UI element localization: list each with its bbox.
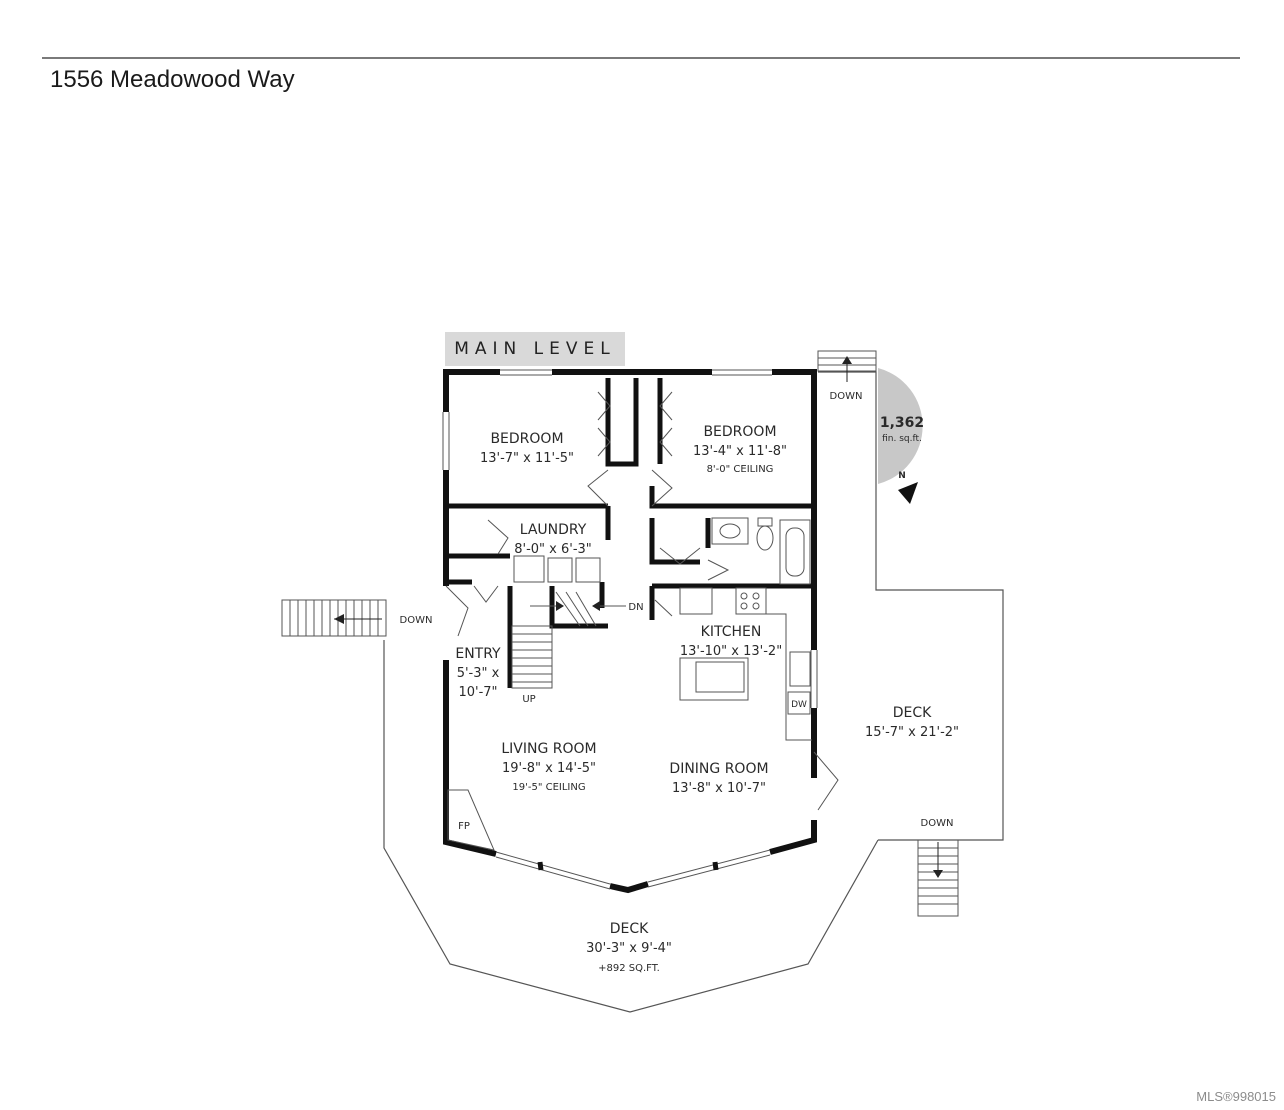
fixtures (447, 517, 812, 851)
mls-number: MLS®998015 (1196, 1089, 1276, 1104)
kitchen-name: KITCHEN (701, 624, 762, 640)
fp-label: FP (458, 821, 470, 832)
entry-dims-1: 5'-3" x (457, 666, 500, 681)
exterior-walls (443, 369, 817, 894)
top-stairs (817, 350, 877, 382)
right-stairs-arrow (933, 870, 943, 878)
side-deck-dims: 15'-7" x 21'-2" (865, 725, 959, 740)
stairs-arrow-2 (592, 601, 600, 611)
dining-room-dims: 13'-8" x 10'-7" (672, 781, 766, 796)
bedroom2-dims: 13'-4" x 11'-8" (693, 444, 787, 459)
front-deck-dims: 30'-3" x 9'-4" (586, 941, 672, 956)
header-divider (42, 57, 1240, 59)
front-deck-outline (383, 640, 879, 1013)
window-mullions (537, 861, 719, 871)
up-label: UP (522, 694, 535, 705)
side-deck-outline (818, 371, 1004, 841)
area-badge (878, 368, 923, 484)
living-room-name: LIVING ROOM (501, 741, 596, 757)
windows (442, 369, 818, 890)
entry-name: ENTRY (455, 646, 501, 662)
down-label-left: DOWN (400, 615, 433, 626)
stairs-arrow-1 (556, 601, 564, 611)
dw-label: DW (791, 700, 807, 710)
laundry-name: LAUNDRY (520, 522, 587, 538)
north-label: N (898, 471, 906, 481)
dining-room-name: DINING ROOM (669, 761, 768, 777)
bedroom1-dims: 13'-7" x 11'-5" (480, 451, 574, 466)
front-deck-extra: +892 SQ.FT. (598, 963, 660, 974)
deck-outlines (383, 371, 1004, 1013)
laundry-dims: 8'-0" x 6'-3" (514, 542, 592, 557)
down-label-top: DOWN (830, 391, 863, 402)
level-label: MAIN LEVEL (445, 332, 625, 366)
area-unit: fin. sq.ft. (882, 434, 922, 444)
bedroom2-name: BEDROOM (703, 424, 776, 440)
side-deck-name: DECK (893, 705, 932, 721)
left-stairs-arrow (334, 614, 344, 624)
living-room-dims: 19'-8" x 14'-5" (502, 761, 596, 776)
north-arrow-icon (898, 482, 918, 504)
front-deck-name: DECK (610, 921, 649, 937)
top-stairs-arrow (842, 356, 852, 364)
bedroom1-name: BEDROOM (490, 431, 563, 447)
left-stairs (281, 599, 387, 637)
down-label-right: DOWN (921, 818, 954, 829)
bedroom2-ceiling: 8'-0" CEILING (707, 464, 774, 475)
plan-labels: BEDROOM 13'-7" x 11'-5" BEDROOM 13'-4" x… (400, 391, 960, 974)
entry-dims-2: 10'-7" (458, 685, 497, 700)
interior-stairs (511, 591, 626, 689)
property-address: 1556 Meadowood Way (50, 66, 295, 93)
door-swings (445, 391, 839, 811)
dn-label: DN (628, 602, 643, 613)
area-value: 1,362 (880, 415, 924, 431)
living-room-ceiling: 19'-5" CEILING (512, 782, 585, 793)
kitchen-dims: 13'-10" x 13'-2" (680, 644, 782, 659)
